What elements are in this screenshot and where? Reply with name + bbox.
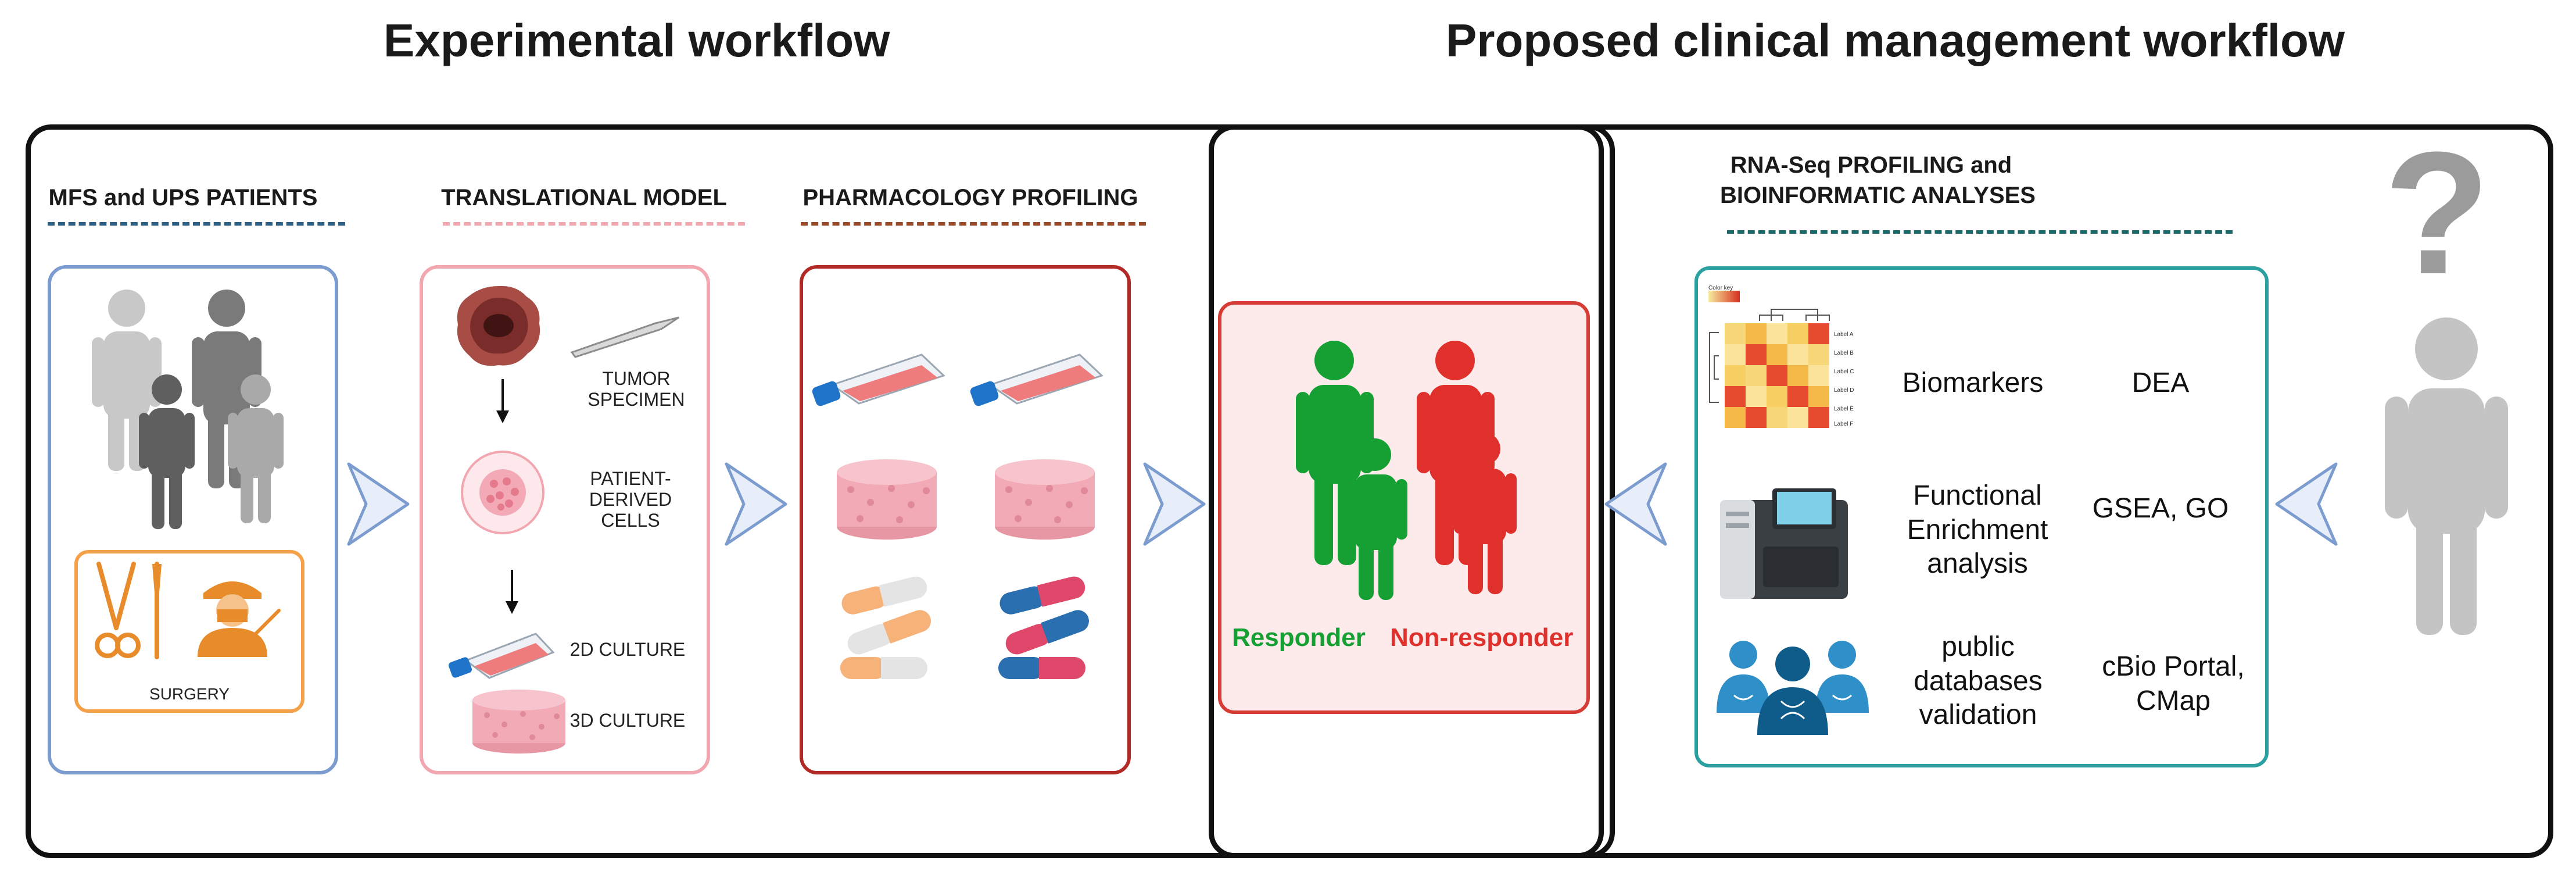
pharmacology-heading-divider xyxy=(801,222,1146,226)
tumor-specimen-label: TUMOR SPECIMEN xyxy=(587,368,685,410)
heatmap-row-label-c: Label C xyxy=(1834,369,1854,375)
rnaseq-heading-divider xyxy=(1727,230,2233,234)
arrow-down-1-icon xyxy=(496,379,509,423)
flask-icon-2 xyxy=(970,353,1104,406)
heatmap-key-label: Color key xyxy=(1708,285,1733,291)
rnaseq-heading-line1: RNA-Seq PROFILING and xyxy=(1730,152,2012,178)
heatmap-row-label-b: Label B xyxy=(1834,350,1854,356)
experimental-frame xyxy=(26,124,1615,858)
model-heading-divider xyxy=(443,222,745,226)
patients-heading: MFS and UPS PATIENTS xyxy=(48,185,318,210)
responder-figures-icon xyxy=(1296,341,1407,600)
arrow-5-icon xyxy=(2275,462,2338,546)
heatmap-row-label-a: Label A xyxy=(1834,331,1854,338)
tumor-specimen-icon xyxy=(457,285,540,366)
surgery-label: SURGERY xyxy=(149,685,230,703)
heatmap-row-label-d: Label D xyxy=(1834,387,1854,394)
rnaseq-row-3-left: public databases validation xyxy=(1914,631,2043,731)
non-responder-figures-icon xyxy=(1417,341,1517,594)
rnaseq-row-1-left: Biomarkers xyxy=(1902,367,2044,398)
rnaseq-row-2-right: GSEA, GO xyxy=(2092,493,2229,524)
heatmap-row-label-e: Label E xyxy=(1834,406,1854,412)
experimental-workflow-title: Experimental workflow xyxy=(384,15,890,66)
surgery-box xyxy=(74,550,304,713)
scalpel-icon xyxy=(570,316,679,358)
clinical-workflow-title: Proposed clinical management workflow xyxy=(1446,15,2345,66)
scaffold-3d-culture-icon xyxy=(472,690,565,754)
rnaseq-row-3-right: cBio Portal, CMap xyxy=(2102,651,2245,716)
arrow-down-2-icon xyxy=(506,570,518,614)
surgeon-icon xyxy=(198,581,281,657)
rnaseq-heading-line2: BIOINFORMATIC ANALYSES xyxy=(1720,183,2036,208)
patient-derived-cells-label: PATIENT-DERIVED CELLS xyxy=(589,468,672,531)
patients-group-icon xyxy=(92,290,284,529)
public-databases-icon xyxy=(1717,641,1869,735)
heatmap-icon: Color key Label A Label B Label C Label … xyxy=(1708,285,1854,428)
scaffold-icon-1 xyxy=(837,459,937,540)
2d-culture-label: 2D CULTURE xyxy=(569,639,686,660)
flask-2d-culture-icon xyxy=(448,633,555,679)
patient-derived-cells-icon xyxy=(461,451,544,534)
surgical-tools-icon xyxy=(95,562,162,659)
question-mark-icon: ? xyxy=(2384,115,2491,310)
arrow-1-icon xyxy=(347,462,410,546)
3d-culture-label: 3D CULTURE xyxy=(569,710,686,731)
capsules-orange-icon xyxy=(840,576,931,679)
capsules-blue-red-icon xyxy=(998,576,1089,679)
model-heading: TRANSLATIONAL MODEL xyxy=(441,185,727,210)
rnaseq-row-1-right: DEA xyxy=(2131,367,2190,398)
arrow-2-icon xyxy=(725,462,787,546)
flask-icon-1 xyxy=(812,353,945,406)
responder-label: Responder xyxy=(1232,623,1366,652)
unknown-patient-icon xyxy=(2385,317,2508,635)
pharmacology-heading: PHARMACOLOGY PROFILING xyxy=(802,185,1138,210)
non-responder-label: Non-responder xyxy=(1390,623,1574,652)
arrow-3-icon xyxy=(1143,462,1206,546)
scaffold-icon-2 xyxy=(995,459,1095,540)
arrow-4-icon xyxy=(1604,462,1667,546)
patients-heading-divider xyxy=(48,222,345,226)
heatmap-row-label-f: Label F xyxy=(1834,421,1853,427)
sequencer-icon xyxy=(1720,488,1848,599)
rnaseq-row-2-left: Functional Enrichment analysis xyxy=(1907,480,2048,580)
